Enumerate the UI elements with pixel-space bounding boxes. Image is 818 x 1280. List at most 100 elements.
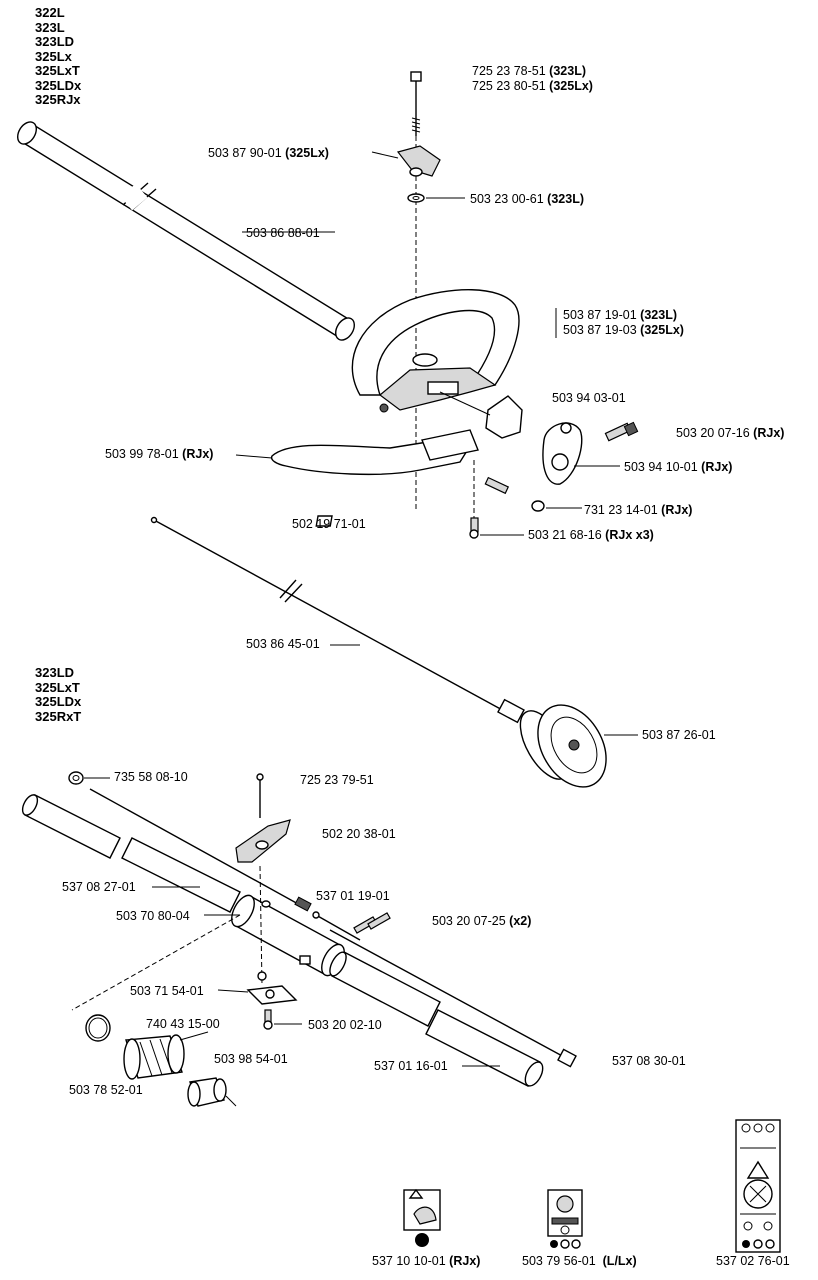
tube-section-a [21,794,121,859]
model-name: 325LDx [35,77,82,93]
assembly-axis [71,914,241,1011]
part-label: 537 08 27-01 [62,880,136,894]
part-label: 503 79 56-01 (L/Lx) [522,1254,637,1268]
inner-shaft [89,788,312,912]
washer [407,193,425,203]
model-list-top: 322L 323L 323LD 325Lx 325LxT 325LDx 325R… [35,5,82,108]
tube-coupler [231,894,345,977]
handle-clamp [542,422,583,485]
drive-shaft [150,516,525,724]
part-label: 502 20 38-01 [322,827,396,841]
model-name: 323L [35,19,65,35]
model-name: 325LxT [35,679,80,695]
part-number: 502 19 71-01 [292,517,366,531]
part-note: (RJx) [449,1254,481,1268]
part-number: 537 01 19-01 [316,889,390,903]
part-label: 503 20 07-25 (x2) [432,914,531,928]
screws-pair [353,912,391,934]
part-number: 503 94 03-01 [552,391,626,405]
square-nut [315,515,333,527]
part-number: 503 98 54-01 [214,1052,288,1066]
part-label: 537 02 76-01 [716,1254,790,1268]
part-label: 503 78 52-01 [69,1083,143,1097]
part-label: 502 19 71-01 [292,517,366,531]
part-number: 537 08 27-01 [62,880,136,894]
wing-nut-lower [235,773,291,863]
decal-safety-537-02-76 [735,1119,781,1253]
part-number: 503 79 56-01 [522,1254,596,1268]
part-label: 725 23 80-51 (325Lx) [472,79,593,93]
part-label: 740 43 15-00 [146,1017,220,1031]
drive-cone-wheel [519,704,607,788]
part-number: 503 86 45-01 [246,637,320,651]
screw-vertical [469,460,479,539]
part-number: 503 99 78-01 [105,447,179,461]
part-number: 503 20 07-16 [676,426,750,440]
connector-pin [312,911,361,941]
part-note: (RJx) [182,447,214,461]
part-label: 503 70 80-04 [116,909,190,923]
part-number: 503 87 90-01 [208,146,282,160]
part-number: 503 78 52-01 [69,1083,143,1097]
tube-section-d [425,1009,544,1087]
part-label: 731 23 14-01 (RJx) [584,503,692,517]
part-label: 503 94 03-01 [552,391,626,405]
part-number: 503 94 10-01 [624,460,698,474]
loop-handle [351,289,520,413]
part-label: 503 87 19-03 (325Lx) [563,323,684,337]
part-number: 503 20 02-10 [308,1018,382,1032]
part-label: 503 20 02-10 [308,1018,382,1032]
part-label: 503 23 00-61 (323L) [470,192,584,206]
part-label: 503 20 07-16 (RJx) [676,426,784,440]
part-label: 503 71 54-01 [130,984,204,998]
part-note: (325Lx) [549,79,593,93]
screw-bolt [604,421,639,442]
part-note: (RJx) [661,503,693,517]
leader-line [371,151,399,159]
part-label: 725 23 79-51 [300,773,374,787]
part-number: 503 21 68-16 [528,528,602,542]
rear-grip-handle [235,429,479,476]
part-number: 503 70 80-04 [116,909,190,923]
part-note: (RJx) [753,426,785,440]
part-label: 503 21 68-16 (RJx x3) [528,528,654,542]
part-note: (RJx x3) [605,528,654,542]
part-note: (L/Lx) [602,1254,637,1268]
part-note: (323L) [640,308,677,322]
model-name: 323LD [35,665,75,680]
part-label: 503 86 88-01 [246,226,320,240]
part-note: (x2) [509,914,532,928]
o-ring-large [85,1014,111,1042]
hex-nut [531,500,545,512]
decal-warning-537-10-10 [403,1188,441,1247]
part-number: 725 23 79-51 [300,773,374,787]
clamp-plate [246,971,298,1005]
outer-drive-shaft [329,929,577,1068]
bushing-cage [123,1034,185,1080]
decal-symbols-503-79-56 [547,1189,583,1249]
part-label: 503 99 78-01 (RJx) [105,447,213,461]
part-label: 503 87 90-01 (325Lx) [208,146,329,160]
part-label: 537 10 10-01 (RJx) [372,1254,480,1268]
model-name: 325RxT [35,708,82,724]
part-note: (325Lx) [285,146,329,160]
leader-line [217,989,249,993]
part-number: 537 02 76-01 [716,1254,790,1268]
leader-line [179,1031,209,1041]
part-number: 503 71 54-01 [130,984,204,998]
part-number: 731 23 14-01 [584,503,658,517]
part-number: 537 10 10-01 [372,1254,446,1268]
part-number: 503 23 00-61 [470,192,544,206]
tube-section-c [329,951,441,1027]
model-list-bottom: 323LD 325LxT 325LDx 325RxT [35,665,82,724]
model-name: 323LD [35,34,75,49]
part-number: 725 23 78-51 [472,64,546,78]
part-note: (RJx) [701,460,733,474]
part-number: 537 01 16-01 [374,1059,448,1073]
part-number: 537 08 30-01 [612,1054,686,1068]
model-name: 325LDx [35,694,82,709]
part-note: (323L) [547,192,584,206]
model-name: 325Lx [35,48,72,64]
